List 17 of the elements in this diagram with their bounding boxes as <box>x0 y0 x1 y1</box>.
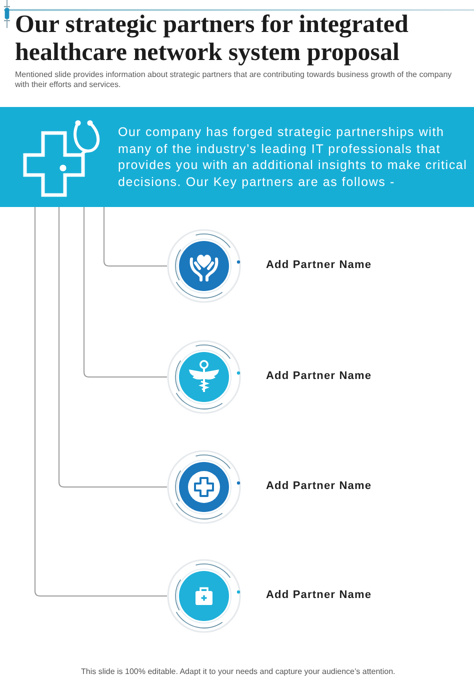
banner-text: Our company has forged strategic partnerships with many of the industry’s leading IT professionals that provides you with an additional insights to make critical decisions. Our Key partners are as follows - <box>118 124 468 191</box>
slide-description: Mentioned slide provides information about strategic partners that are contributing towards business growth of the company with their efforts and services. <box>15 70 453 89</box>
connector-line <box>84 206 168 378</box>
icon-circle <box>167 559 241 633</box>
footer-note: This slide is 100% editable. Adapt it to your needs and capture your audience’s attention. <box>81 667 396 676</box>
info-banner <box>0 107 474 207</box>
icon-circle <box>167 340 241 414</box>
slide-title: Our strategic partners for integrated healthcare network system proposal <box>15 11 410 67</box>
partner-name: Add Partner Name <box>266 369 372 383</box>
partner-name: Add Partner Name <box>266 588 372 602</box>
connector-line <box>34 206 168 596</box>
partner-name: Add Partner Name <box>266 258 372 272</box>
partner-name: Add Partner Name <box>266 479 372 493</box>
icon-circle <box>167 229 241 303</box>
icon-circle <box>167 450 241 524</box>
connector-line <box>58 206 168 488</box>
connector-line <box>104 206 168 266</box>
